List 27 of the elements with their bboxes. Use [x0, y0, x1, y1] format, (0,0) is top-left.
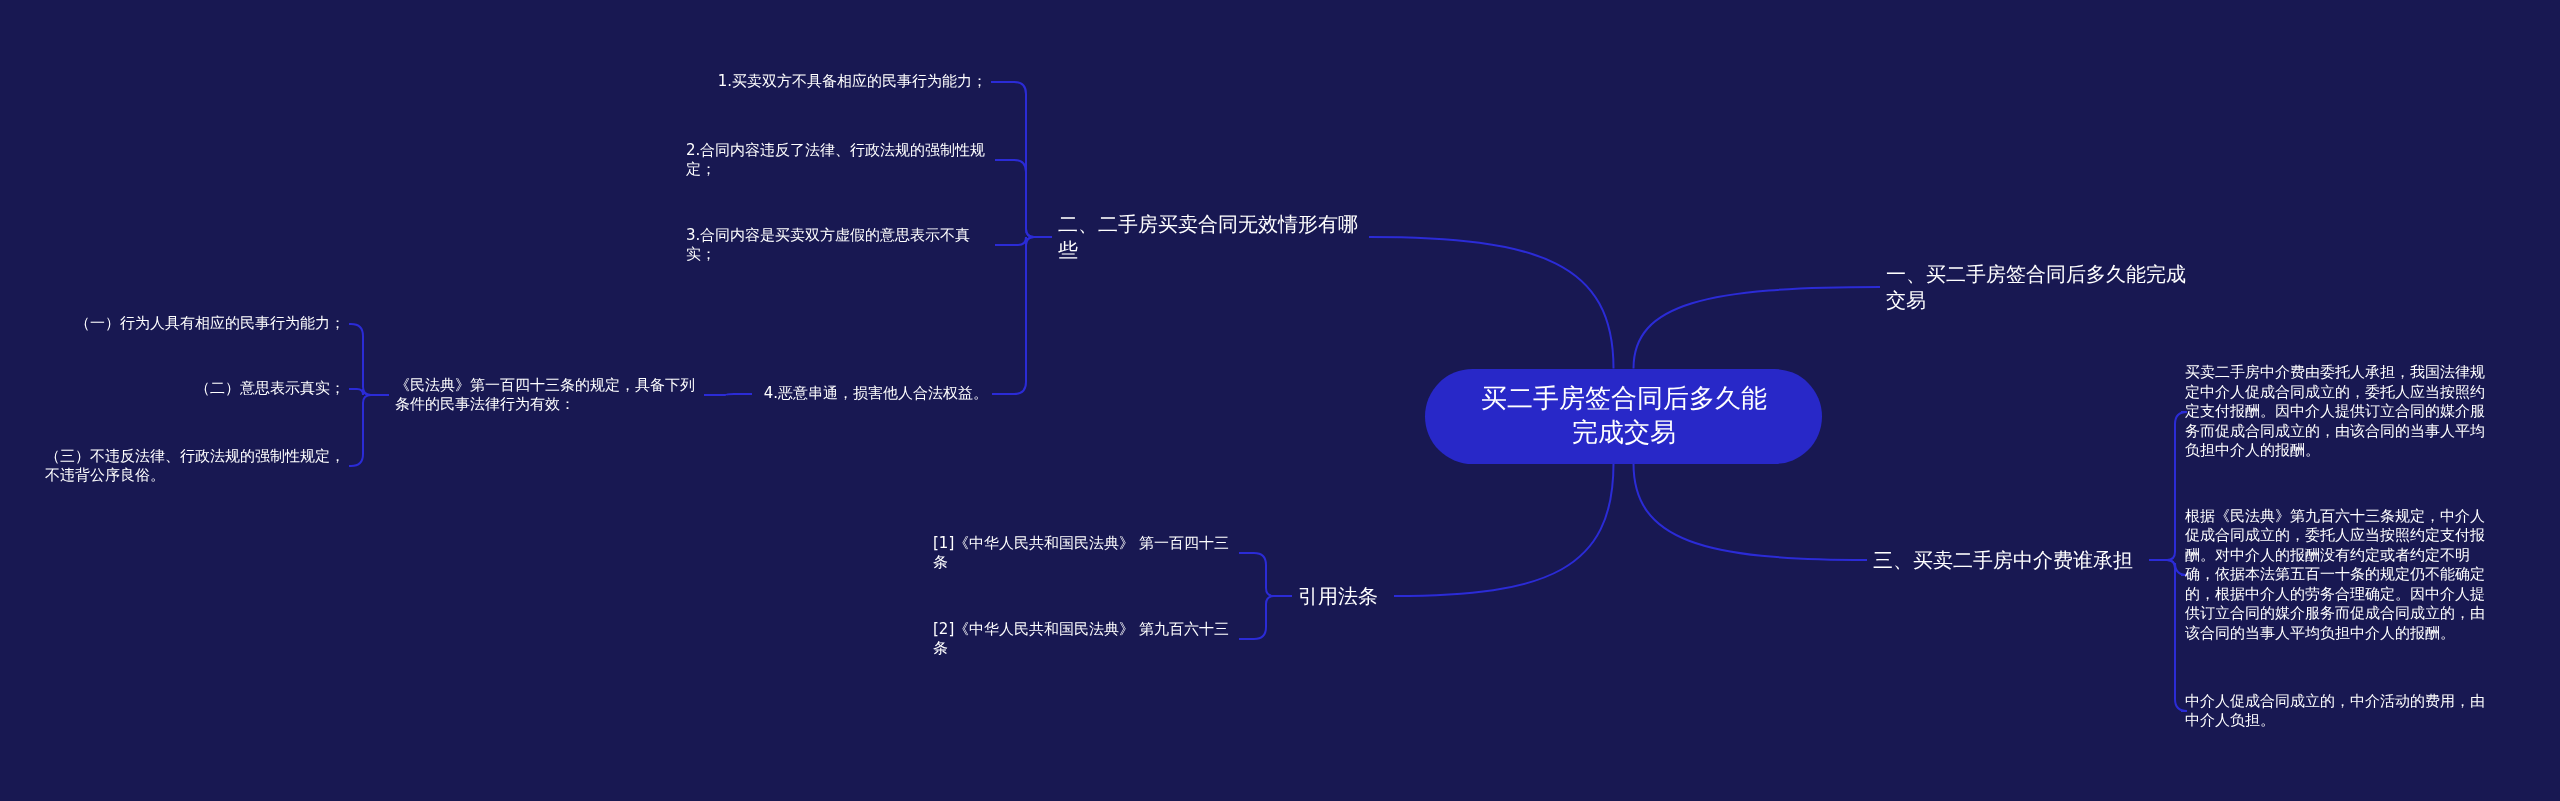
root-node: 买二手房签合同后多久能完成交易: [1425, 368, 1822, 464]
connector-line: [991, 236, 1053, 395]
connector-line: [348, 394, 390, 467]
branch-text: 引用法条: [1298, 583, 1388, 609]
leaf-text: 1.买卖双方不具备相应的民事行为能力；: [705, 72, 987, 92]
leaf-text: （三）不违反法律、行政法规的强制性规定，不违背公序良俗。: [45, 446, 345, 486]
connector-line: [1632, 286, 1881, 370]
connector-line: [2148, 559, 2188, 712]
connector-line: [1238, 595, 1293, 640]
leaf-text: 根据《民法典》第九百六十三条规定，中介人促成合同成立的，委托人应当按照约定支付报酬。对中介人的报酬没有约定或者约定不明确，依据本法第五百一十条的规定仍不能确定的，根据中介人的劳务合理确定。因中介人提供订立合同的媒介服务而促成合同成立的，由该合同的当事人平均负担中介人的报酬。: [2185, 506, 2490, 643]
branch-text: 二、二手房买卖合同无效情形有哪些: [1058, 211, 1363, 263]
leaf-text: 《民法典》第一百四十三条的规定，具备下列条件的民事法律行为有效：: [395, 375, 700, 415]
branch-text: 三、买卖二手房中介费谁承担: [1873, 547, 2143, 573]
connector-line: [703, 393, 753, 396]
leaf-text: （一）行为人具有相应的民事行为能力；: [70, 314, 345, 334]
connector-line: [1368, 236, 1615, 370]
leaf-text: 3.合同内容是买卖双方虚假的意思表示不真实；: [686, 225, 991, 265]
leaf-text: [2]《中华人民共和国民法典》 第九百六十三条: [933, 619, 1235, 659]
leaf-text: 2.合同内容违反了法律、行政法规的强制性规定；: [686, 140, 991, 180]
leaf-text: （二）意思表示真实；: [70, 379, 345, 399]
connector-line: [1632, 462, 1868, 561]
leaf-text: 4.恶意串通，损害他人合法权益。: [758, 384, 988, 404]
leaf-text: 买卖二手房中介费由委托人承担，我国法律规定中介人促成合同成立的，委托人应当按照约定支付报酬。因中介人提供订立合同的媒介服务而促成合同成立的，由该合同的当事人平均负担中介人的报酬。: [2185, 363, 2490, 461]
branch-text: 一、买二手房签合同后多久能完成交易: [1886, 261, 2198, 313]
connector-line: [1393, 462, 1615, 597]
leaf-text: [1]《中华人民共和国民法典》 第一百四十三条: [933, 533, 1235, 573]
leaf-text: 中介人促成合同成立的，中介活动的费用，由中介人负担。: [2185, 691, 2490, 731]
